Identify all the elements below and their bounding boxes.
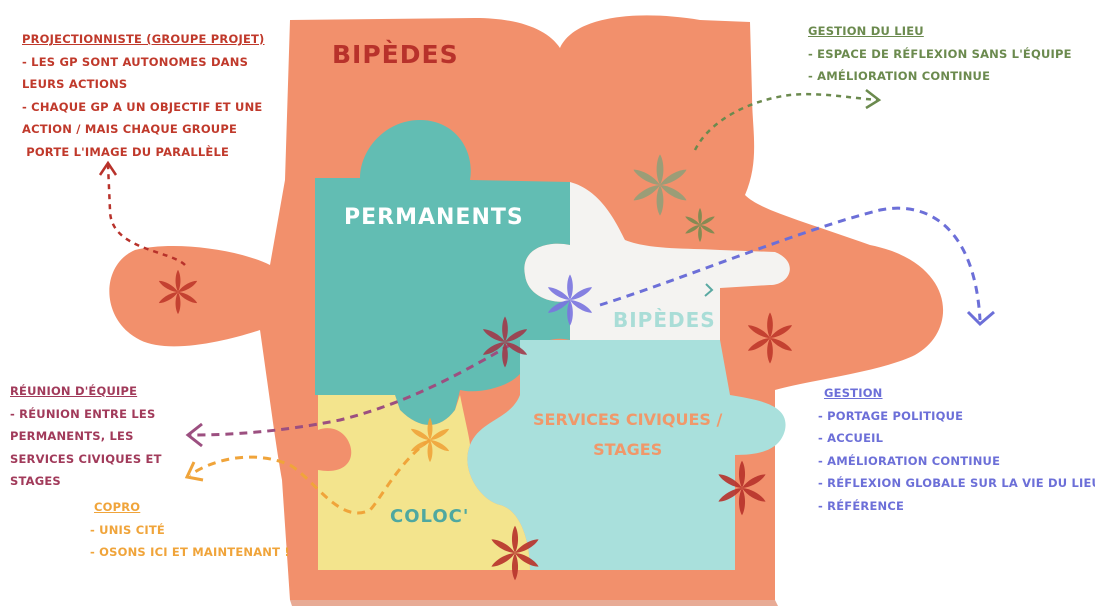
note-copro-line: - OSONS ICI ET MAINTENANT !: [90, 541, 290, 564]
note-copro-line: - UNIS CITÉ: [90, 519, 290, 542]
label-coloc: COLOC': [390, 506, 469, 527]
note-gestion-line: - AMÉLIORATION CONTINUE: [818, 450, 1095, 473]
note-projection-line: - LES GP SONT AUTONOMES DANS: [22, 51, 265, 74]
note-copro: COPRO - UNIS CITÉ - OSONS ICI ET MAINTEN…: [90, 496, 290, 564]
note-reunion-title: RÉUNION D'ÉQUIPE: [10, 380, 162, 403]
note-gestion-line: - PORTAGE POLITIQUE: [818, 405, 1095, 428]
note-gestion-lieu: GESTION DU LIEU - ESPACE DE RÉFLEXION SA…: [808, 20, 1072, 88]
note-reunion-line: STAGES: [10, 470, 162, 493]
note-reunion-line: PERMANENTS, LES: [10, 425, 162, 448]
note-gestion-title: GESTION: [818, 382, 1095, 405]
note-reunion-line: - RÉUNION ENTRE LES: [10, 403, 162, 426]
note-projection-line: LEURS ACTIONS: [22, 73, 265, 96]
label-bipedes-outer: BIPÈDES: [332, 40, 459, 69]
outer-puzzle-shadow: [290, 600, 778, 606]
note-reunion: RÉUNION D'ÉQUIPE - RÉUNION ENTRE LES PER…: [10, 380, 162, 493]
note-projection-line: PORTE L'IMAGE DU PARALLÈLE: [22, 141, 265, 164]
note-reunion-line: SERVICES CIVIQUES ET: [10, 448, 162, 471]
note-gestion-lieu-title: GESTION DU LIEU: [808, 20, 1072, 43]
note-copro-title: COPRO: [90, 496, 290, 519]
note-gestion-line: - RÉFÉRENCE: [818, 495, 1095, 518]
note-projection-line: - CHAQUE GP A UN OBJECTIF ET UNE: [22, 96, 265, 119]
note-gestion-line: - RÉFLEXION GLOBALE SUR LA VIE DU LIEU: [818, 472, 1095, 495]
note-projection-title: PROJECTIONNISTE (GROUPE PROJET): [22, 28, 265, 51]
label-bipedes-inner: BIPÈDES: [613, 308, 716, 332]
label-permanents: PERMANENTS: [344, 205, 524, 230]
label-services-line-1: SERVICES CIVIQUES /: [533, 405, 722, 435]
note-gestion: GESTION - PORTAGE POLITIQUE - ACCUEIL - …: [818, 382, 1095, 517]
note-gestion-line: - ACCUEIL: [818, 427, 1095, 450]
arrow-copro-head: [187, 462, 203, 480]
note-gestion-lieu-line: - AMÉLIORATION CONTINUE: [808, 65, 1072, 88]
note-projection-line: ACTION / MAIS CHAQUE GROUPE: [22, 118, 265, 141]
note-gestion-lieu-line: - ESPACE DE RÉFLEXION SANS L'ÉQUIPE: [808, 43, 1072, 66]
note-projection: PROJECTIONNISTE (GROUPE PROJET) - LES GP…: [22, 28, 265, 163]
label-services: SERVICES CIVIQUES / STAGES: [533, 405, 722, 465]
label-services-line-2: STAGES: [533, 435, 722, 465]
